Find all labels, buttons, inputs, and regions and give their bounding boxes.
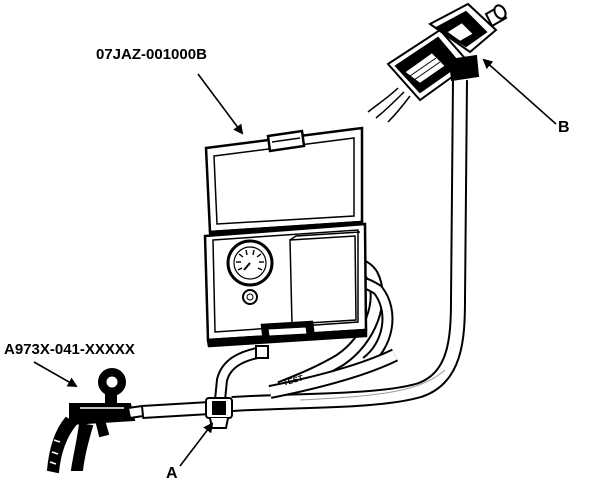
- leader-tool: [197, 73, 244, 135]
- hose-to-pump: [141, 401, 211, 419]
- gauge-number-label: A973X-041-XXXXX: [4, 341, 135, 358]
- leader-a: [179, 422, 214, 467]
- long-hose: [231, 79, 468, 412]
- leader-b: [482, 58, 557, 125]
- callout-b-label: B: [558, 119, 570, 136]
- hose-connector-icon: [205, 397, 233, 429]
- tester-case-icon: [203, 126, 368, 348]
- tool-number-label: 07JAZ-001000B: [96, 46, 207, 63]
- callout-a-label: A: [166, 465, 178, 482]
- electrical-connector-icon: [367, 2, 508, 123]
- hand-vacuum-pump-icon: [46, 368, 145, 474]
- leader-lines: [33, 58, 557, 467]
- leader-gauge: [33, 361, 78, 387]
- pressure-gauge-icon: [226, 239, 274, 305]
- hose-to-connector: [214, 345, 269, 401]
